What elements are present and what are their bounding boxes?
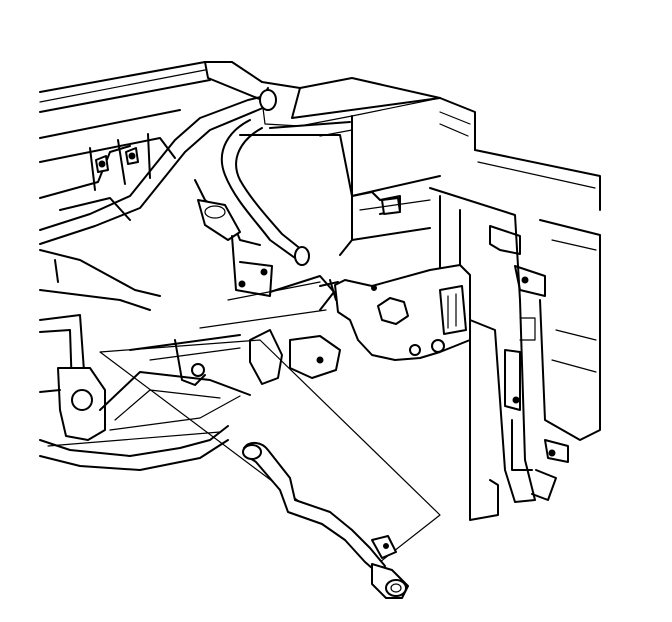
mounting-bracket [429, 187, 601, 521]
heater-hose [242, 442, 409, 599]
dashboard-panel [39, 61, 601, 221]
mounting-bolt [319, 264, 471, 361]
wiring-harness [39, 89, 310, 266]
steering-column-support [39, 235, 341, 471]
heater-core-case [194, 134, 431, 256]
hose-clamp [371, 535, 397, 559]
